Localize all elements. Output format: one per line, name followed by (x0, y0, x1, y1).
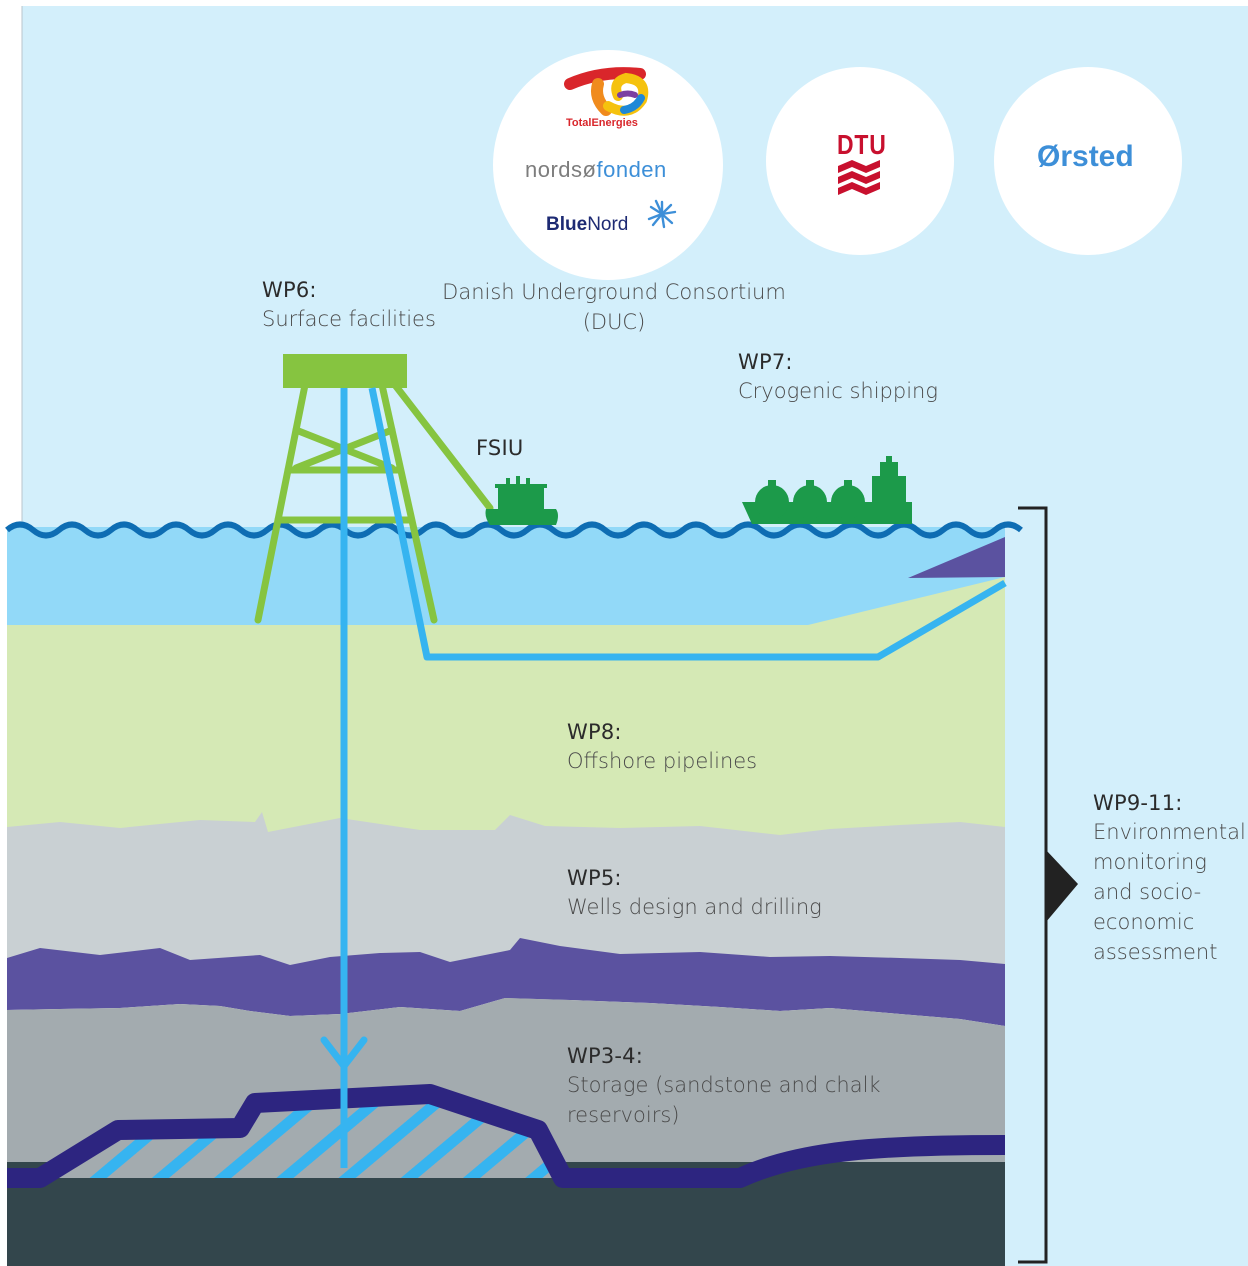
wp7-heading: WP7: (738, 350, 793, 374)
nordsofonden-gray: nordsø (525, 157, 597, 182)
orsted-wordmark: Ørsted (1037, 140, 1134, 173)
pipelines (340, 387, 1007, 1168)
caprock-layer (7, 938, 1005, 1026)
wp6-description: Surface facilities (262, 307, 436, 331)
wp8-heading: WP8: (567, 720, 622, 744)
totalenergies-symbol-icon (564, 67, 649, 116)
wp34-description-line1: Storage (sandstone and chalk (567, 1073, 881, 1097)
wp911-line: monitoring (1093, 850, 1207, 874)
duc-caption-line2: (DUC) (582, 310, 646, 334)
fsiu-vessel-icon (485, 476, 558, 525)
seabed-layer (7, 577, 1005, 840)
bluenord-wordmark: BlueNord (546, 214, 628, 236)
dtu-waves-icon (838, 160, 880, 195)
wp911-line: economic (1093, 910, 1195, 934)
duc-caption-line1: Danish Underground Consortium (442, 280, 786, 304)
sea-surface-wave (5, 521, 1023, 539)
orsted-circle (994, 67, 1182, 255)
wp911-line: assessment (1093, 940, 1218, 964)
wp911-label: WP9-11: Environmental monitoring and soc… (1093, 789, 1246, 967)
dtu-circle (766, 67, 954, 255)
nordsofonden-blue: fonden (596, 157, 667, 182)
wp5-label: WP5: Wells design and drilling (567, 864, 822, 922)
wp911-line: and socio- (1093, 880, 1202, 904)
wp34-heading: WP3-4: (567, 1044, 644, 1068)
co2-reservoir-hatch (40, 1094, 563, 1178)
wp5-heading: WP5: (567, 866, 622, 890)
bluenord-light: Nord (587, 214, 629, 235)
fsiu-label: FSIU (476, 434, 523, 462)
bracket-arrow-icon (1046, 850, 1078, 922)
sea-layer (7, 527, 1005, 627)
well-arrow-icon (320, 1036, 368, 1072)
totalenergies-wordmark: TotalEnergies (566, 117, 638, 129)
nordsofonden-wordmark: nordsøfonden (525, 157, 667, 183)
duc-caption: Danish Underground Consortium (DUC) (440, 277, 788, 337)
wp34-description-line2: reservoirs) (567, 1103, 680, 1127)
lng-carrier-icon (742, 456, 912, 524)
wp7-label: WP7: Cryogenic shipping (738, 348, 938, 406)
wp8-label: WP8: Offshore pipelines (567, 718, 757, 776)
wp6-heading: WP6: (262, 278, 317, 302)
logo-graphics (564, 67, 880, 229)
bluenord-star-icon (647, 199, 677, 229)
duc-partners-circle (493, 50, 723, 280)
wp911-line: Environmental (1093, 820, 1246, 844)
basement-layer (7, 1162, 1005, 1266)
wp5-description: Wells design and drilling (567, 895, 822, 919)
wp6-label: WP6: Surface facilities (262, 276, 436, 334)
wp911-heading: WP9-11: (1093, 791, 1183, 815)
wp7-description: Cryogenic shipping (738, 379, 938, 403)
bluenord-bold: Blue (546, 214, 588, 235)
fsiu-heading: FSIU (476, 436, 524, 460)
shore-wedge (908, 537, 1005, 578)
wp34-label: WP3-4: Storage (sandstone and chalk rese… (567, 1042, 881, 1130)
dtu-wordmark: DTU (837, 129, 887, 160)
wp8-description: Offshore pipelines (567, 749, 758, 773)
light-rock-layer (7, 812, 1005, 1000)
